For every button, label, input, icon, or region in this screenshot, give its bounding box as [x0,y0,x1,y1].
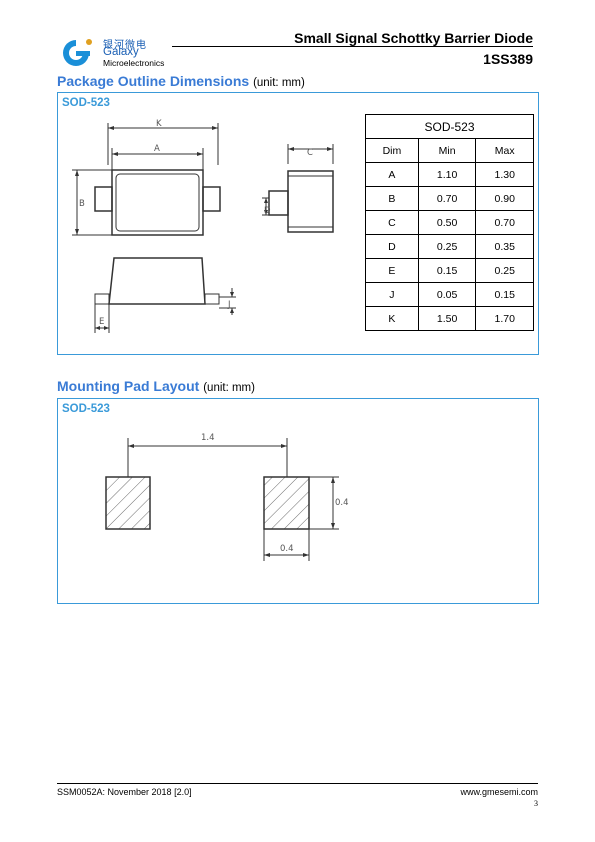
dim-c-label: C [307,148,313,158]
body-outline [111,169,204,236]
pad-unit: (unit: mm) [203,382,255,394]
table-cell: 0.05 [417,282,477,307]
document-title: Small Signal Schottky Barrier Diode [294,30,533,46]
table-header: Max [475,138,534,163]
top-view-drawing: K A B [72,119,221,236]
table-cell: 0.15 [417,258,477,283]
table-caption-row: SOD-523 [365,114,534,139]
front-right-lead [204,293,220,305]
left-lead [94,186,113,212]
dimension-table: SOD-523 Dim Min Max A 1.10 1.30 B 0.70 0… [365,114,534,331]
table-cell: 0.90 [475,186,534,211]
table-cell: 0.50 [417,210,477,235]
body-inner [115,173,200,232]
dim-a-label: A [154,144,160,154]
table-row: J 0.05 0.15 [365,282,534,307]
header-divider [172,46,533,47]
table-cell: 0.70 [417,186,477,211]
dim-pitch-label: 1.4 [201,433,215,443]
dim-d-label: D [264,206,271,216]
logo-name: Galaxy [103,46,139,58]
dim-k-label: K [156,119,162,129]
front-left-lead [94,293,110,305]
dim-width-label: 0.4 [280,544,294,554]
left-pad [105,476,151,530]
right-lead [202,186,221,212]
table-cell: 1.70 [475,306,534,331]
table-row: C 0.50 0.70 [365,210,534,235]
footer-divider [57,783,538,784]
part-number: 1SS389 [483,51,533,67]
logo-subtitle: Microelectronics [103,58,165,68]
table-cell: D [365,234,419,259]
table-header: Min [417,138,477,163]
dim-j-label: J [227,300,231,310]
pad-panel [57,398,539,604]
right-pad [263,476,310,530]
table-header-row: Dim Min Max [365,138,534,163]
table-header: Dim [365,138,419,163]
table-cell: 1.50 [417,306,477,331]
outline-panel [57,92,539,355]
pad-package-label: SOD-523 [62,403,110,415]
galaxy-logo-icon [63,39,92,66]
table-cell: 1.30 [475,162,534,187]
table-cell: 0.35 [475,234,534,259]
pad-title-text: Mounting Pad Layout [57,378,200,394]
side-body [287,170,334,233]
table-cell: A [365,162,419,187]
footer-website-link[interactable]: www.gmesemi.com [460,787,538,797]
table-row: K 1.50 1.70 [365,306,534,331]
table-cell: C [365,210,419,235]
side-lead [268,190,289,216]
logo-chinese-name: 银河微电 [103,40,147,51]
table-row: D 0.25 0.35 [365,234,534,259]
outline-unit: (unit: mm) [253,77,305,89]
page-number: 3 [534,799,538,808]
table-cell: 0.25 [417,234,477,259]
front-view-drawing: E J [94,257,236,333]
outline-title-text: Package Outline Dimensions [57,73,250,89]
table-row: B 0.70 0.90 [365,186,534,211]
table-caption: SOD-523 [365,114,534,139]
table-row: E 0.15 0.25 [365,258,534,283]
table-cell: 0.25 [475,258,534,283]
pad-layout-drawing: 1.4 0.4 0.4 [105,433,349,561]
table-cell: J [365,282,419,307]
dim-b-label: B [79,199,85,209]
table-cell: 0.15 [475,282,534,307]
outline-package-label: SOD-523 [62,97,110,109]
table-cell: 1.10 [417,162,477,187]
dim-height-label: 0.4 [335,498,349,508]
footer-document-id: SSM0052A: November 2018 [2.0] [57,787,192,797]
front-body [108,257,206,305]
table-cell: B [365,186,419,211]
side-view-drawing: C D [262,144,334,233]
table-cell: K [365,306,419,331]
pad-section-title: Mounting Pad Layout (unit: mm) [57,378,255,394]
dim-e-label: E [99,317,104,327]
table-cell: 0.70 [475,210,534,235]
outline-section-title: Package Outline Dimensions (unit: mm) [57,73,305,89]
table-row: A 1.10 1.30 [365,162,534,187]
table-cell: E [365,258,419,283]
